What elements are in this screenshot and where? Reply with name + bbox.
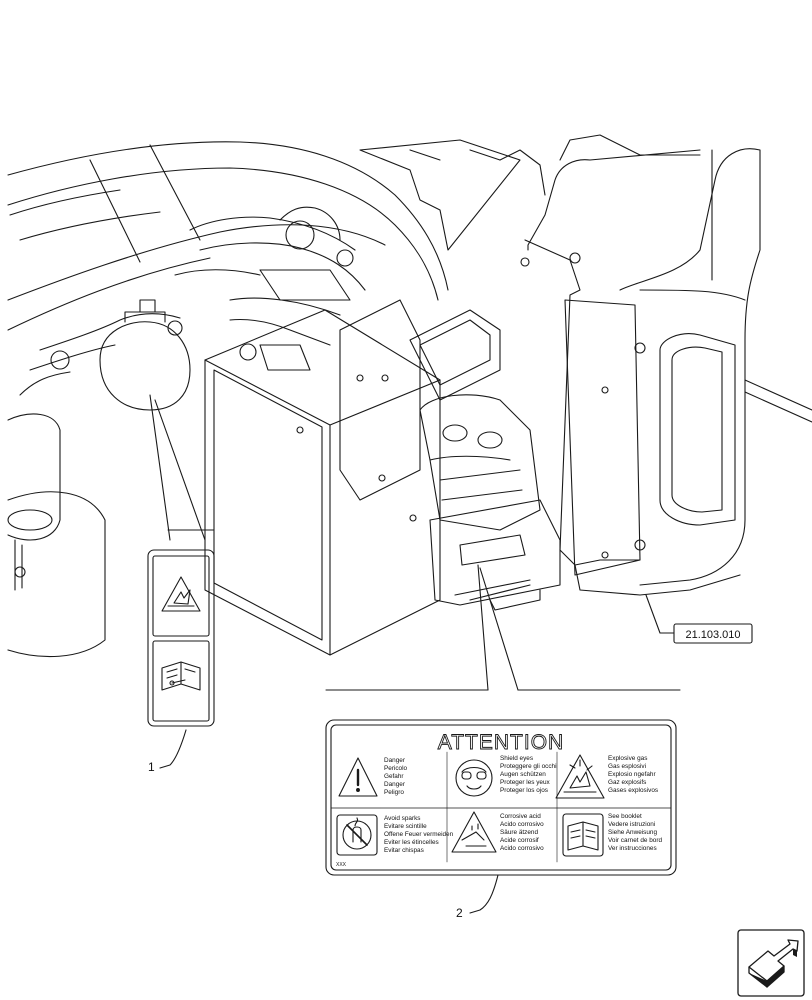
decal-text-line: Gas esplosivi xyxy=(608,763,646,770)
reference-callout xyxy=(645,594,753,644)
corrosive-acid-icon xyxy=(451,811,497,853)
decal-text-line: See booklet xyxy=(608,813,642,820)
attention-decal-text: DangerPericoloGefahrDangerPeligroShield … xyxy=(384,755,662,854)
callout-label-2: 2 xyxy=(456,906,463,920)
next-page-arrow-icon[interactable] xyxy=(737,929,805,997)
decal-text-line: Gases explosivos xyxy=(608,787,658,794)
explosion-warning-icon xyxy=(161,576,201,612)
attention-decal xyxy=(325,719,677,876)
decal-text-line: Acido corrosivo xyxy=(500,845,544,852)
decal-text-line: Pericolo xyxy=(384,765,408,772)
machine-illustration xyxy=(7,134,812,658)
decal-text-line: Augen schützen xyxy=(500,771,546,778)
decal-text-line: Shield eyes xyxy=(500,755,533,762)
small-safety-decal xyxy=(147,549,215,727)
decal-text-line: Proteggere gli occhi xyxy=(500,763,556,770)
decal-text-line: Danger xyxy=(384,757,406,764)
safety-goggles-icon xyxy=(455,759,493,797)
decal-text-line: Siehe Anweisung xyxy=(608,829,657,836)
explosive-gas-icon xyxy=(555,754,605,799)
decal-text-line: Evitare scintille xyxy=(384,823,427,830)
decal-text-line: Gefahr xyxy=(384,773,404,780)
decal-text-line: Peligro xyxy=(384,789,404,796)
decal-text-line: Corrosive acid xyxy=(500,813,541,820)
decal-text-line: Avoid sparks xyxy=(384,815,420,822)
no-sparks-icon xyxy=(336,814,378,856)
decal-text-line: Eviter les étincelles xyxy=(384,839,439,846)
decal-text-line: Vedere istruzioni xyxy=(608,821,655,828)
warning-triangle-icon xyxy=(338,757,378,797)
callout-item-1 xyxy=(149,394,215,769)
decal-text-line: Explosive gas xyxy=(608,755,647,762)
decal-text-line: Proteger les yeux xyxy=(500,779,551,786)
decal-text-line: Gaz explosifs xyxy=(608,779,646,786)
read-manual-icon xyxy=(161,661,201,691)
decal-text-line: Evitar chispas xyxy=(384,847,424,854)
decal-text-line: Acido corrosivo xyxy=(500,821,544,828)
decal-text-line: Voir carnet de bord xyxy=(608,837,662,844)
decal-text-line: Säure ätzend xyxy=(500,829,538,836)
decal-text-line: Offene Feuer vermeiden xyxy=(384,831,454,838)
manual-book-icon xyxy=(562,813,604,857)
decal-text-line: Acide corrosif xyxy=(500,837,539,844)
decal-text-line: Ver instrucciones xyxy=(608,845,657,852)
decal-text-line: Danger xyxy=(384,781,406,788)
decal-text-line: Explosio ngefahr xyxy=(608,771,656,778)
attention-title: ATTENTION xyxy=(438,731,564,754)
decal-code: XXX xyxy=(336,862,347,868)
callout-label-1: 1 xyxy=(148,760,155,774)
callout-item-2 xyxy=(325,564,681,914)
reference-box xyxy=(673,623,753,644)
reference-number: 21.103.010 xyxy=(685,629,740,641)
decal-text-line: Proteger los ojos xyxy=(500,787,548,794)
